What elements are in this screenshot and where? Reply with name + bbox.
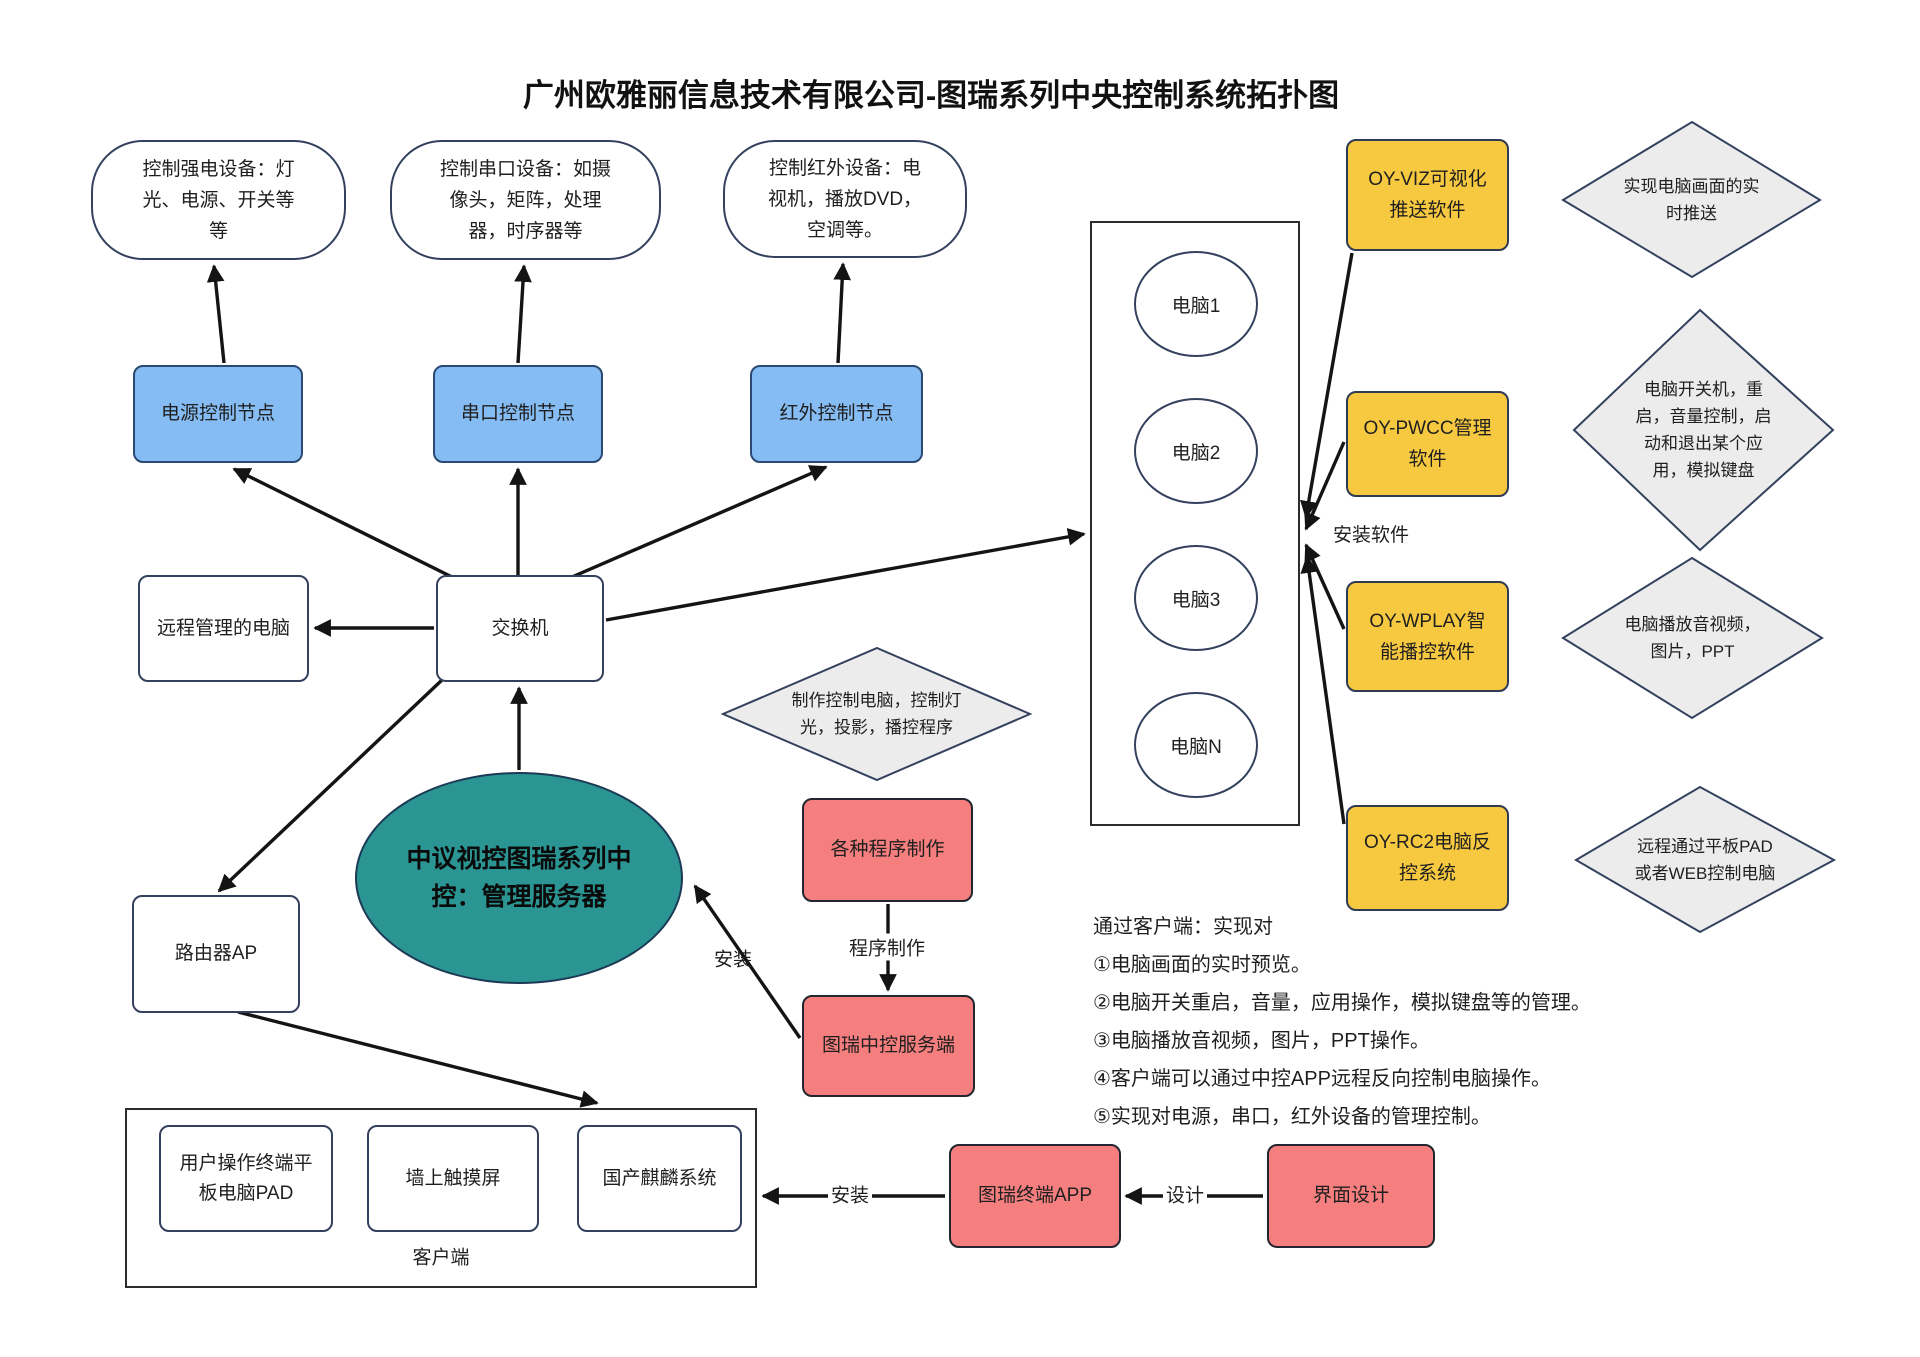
box-program-making: 各种程序制作 — [802, 798, 973, 902]
label-install-software: 安装软件 — [1333, 525, 1410, 546]
diamond-oywplay-desc-label: 电脑播放音视频， 图片，PPT — [1624, 615, 1761, 661]
diamond-oypwcc-desc — [1572, 308, 1835, 552]
edge-switch-to-computers — [605, 528, 1086, 622]
computer-3: 电脑3 — [1134, 545, 1258, 651]
device-group-power: 控制强电设备：灯 光、电源、开关等 等 — [91, 140, 346, 260]
label-install-server: 安装 — [713, 949, 753, 971]
client-wall-touchscreen: 墙上触摸屏 — [367, 1125, 539, 1232]
notes-line-6: ⑤实现对电源，串口，红外设备的管理控制。 — [1093, 1106, 1491, 1128]
software-oypwcc: OY-PWCC管理 软件 — [1346, 391, 1509, 497]
box-central-server: 图瑞中控服务端 — [802, 995, 975, 1097]
edge-irnode-to-irdevices — [833, 262, 852, 364]
label-design: 设计 — [1162, 1180, 1208, 1208]
diamond-oypwcc-desc-label: 电脑开关机，重 启，音量控制，启 动和退出某个应 用，模拟键盘 — [1635, 380, 1772, 480]
notes-line-4: ③电脑播放音视频，图片，PPT操作。 — [1093, 1030, 1430, 1052]
software-oyviz: OY-VIZ可视化 推送软件 — [1346, 139, 1509, 251]
diamond-oyviz-desc — [1561, 120, 1822, 279]
box-remote-pc: 远程管理的电脑 — [138, 575, 309, 682]
edge-powernode-to-powerdevices — [206, 264, 226, 364]
edge-switch-to-irnode — [571, 465, 828, 579]
edge-oypwcc-to-computers — [1304, 441, 1346, 531]
diamond-oyrc2-desc-label: 远程通过平板PAD 或者WEB控制电脑 — [1634, 836, 1776, 883]
node-ir-control: 红外控制节点 — [750, 365, 923, 463]
diamond-make-programs-label: 制作控制电脑，控制灯 光，投影，播控程序 — [791, 691, 962, 737]
device-group-ir: 控制红外设备：电 视机，播放DVD， 空调等。 — [723, 140, 967, 258]
edge-switch-to-powernode — [232, 467, 453, 579]
edge-switch-to-router — [217, 678, 444, 893]
software-oywplay: OY-WPLAY智 能播控软件 — [1346, 581, 1509, 692]
notes-line-5: ④客户端可以通过中控APP远程反向控制电脑操作。 — [1093, 1068, 1551, 1090]
box-ui-design: 界面设计 — [1267, 1144, 1435, 1248]
edge-oyrc2-to-computers — [1300, 555, 1346, 825]
diamond-oyviz-desc-label: 实现电脑画面的实 时推送 — [1623, 176, 1760, 223]
notes-line-1: 通过客户端：实现对 — [1093, 916, 1273, 938]
notes-line-2: ①电脑画面的实时预览。 — [1093, 954, 1311, 976]
node-serial-control: 串口控制节点 — [433, 365, 603, 463]
diamond-oyrc2-desc — [1574, 785, 1837, 934]
label-client: 客户端 — [412, 1247, 470, 1269]
edge-serialnode-to-serialdevices — [514, 264, 532, 364]
ellipse-management-server: 中议视控图瑞系列中 控：管理服务器 — [355, 772, 683, 984]
computer-n: 电脑N — [1134, 692, 1258, 798]
diamond-oywplay-desc — [1561, 556, 1824, 720]
node-power-control: 电源控制节点 — [133, 365, 303, 463]
software-oyrc2: OY-RC2电脑反 控系统 — [1346, 805, 1509, 911]
computer-1: 电脑1 — [1134, 251, 1258, 357]
edge-centralserver-to-managementserver — [693, 884, 802, 1039]
label-install-app: 安装 — [827, 1180, 873, 1208]
computer-2: 电脑2 — [1134, 398, 1258, 504]
device-group-serial: 控制串口设备：如摄 像头，矩阵，处理 器，时序器等 — [390, 140, 661, 260]
box-switch: 交换机 — [436, 575, 604, 682]
box-terminal-app: 图瑞终端APP — [949, 1144, 1121, 1248]
client-kylin-os: 国产麒麟系统 — [577, 1125, 742, 1232]
client-pad: 用户操作终端平 板电脑PAD — [159, 1125, 333, 1232]
notes-block: 通过客户端：实现对 ①电脑画面的实时预览。 ②电脑开关重启，音量，应用操作，模拟… — [1093, 908, 1591, 1136]
diamond-make-programs — [720, 646, 1033, 782]
edge-oyviz-to-computers — [1300, 252, 1354, 519]
label-program-making: 程序制作 — [845, 933, 929, 961]
edge-router-to-client — [237, 1010, 599, 1108]
box-router-ap: 路由器AP — [132, 895, 300, 1013]
notes-line-3: ②电脑开关重启，音量，应用操作，模拟键盘等的管理。 — [1093, 992, 1591, 1014]
diagram-title: 广州欧雅丽信息技术有限公司-图瑞系列中央控制系统拓扑图 — [522, 78, 1340, 113]
